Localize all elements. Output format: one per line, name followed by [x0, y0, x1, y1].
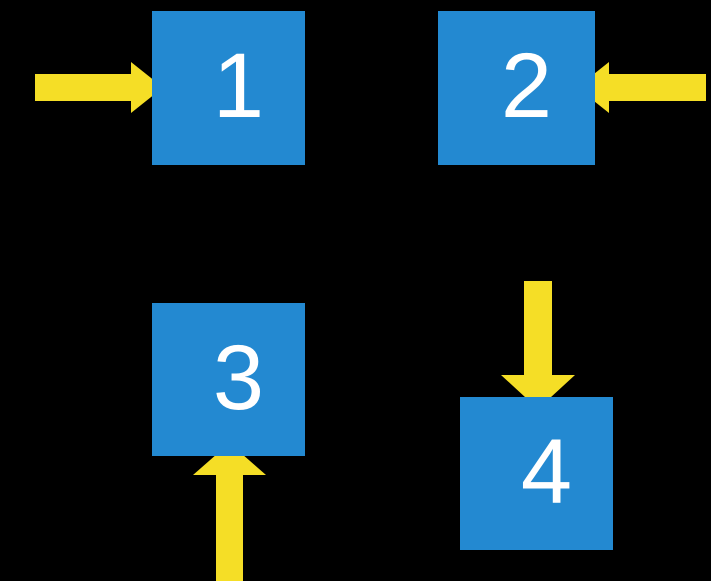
node-box-1[interactable]: 1 [152, 11, 305, 165]
node-box-4[interactable]: 4 [460, 397, 613, 550]
node-label-4: 4 [520, 420, 573, 523]
node-box-3[interactable]: 3 [152, 303, 305, 456]
arrow-left-into-node-2 [577, 62, 706, 113]
node-label-1: 1 [212, 35, 265, 137]
arrow-down-into-node-4 [501, 281, 575, 409]
node-box-2[interactable]: 2 [438, 11, 595, 165]
arrow-up-into-node-3 [193, 443, 266, 581]
arrow-right-into-node-1 [35, 62, 163, 113]
node-label-2: 2 [500, 35, 553, 137]
node-label-3: 3 [212, 326, 265, 429]
